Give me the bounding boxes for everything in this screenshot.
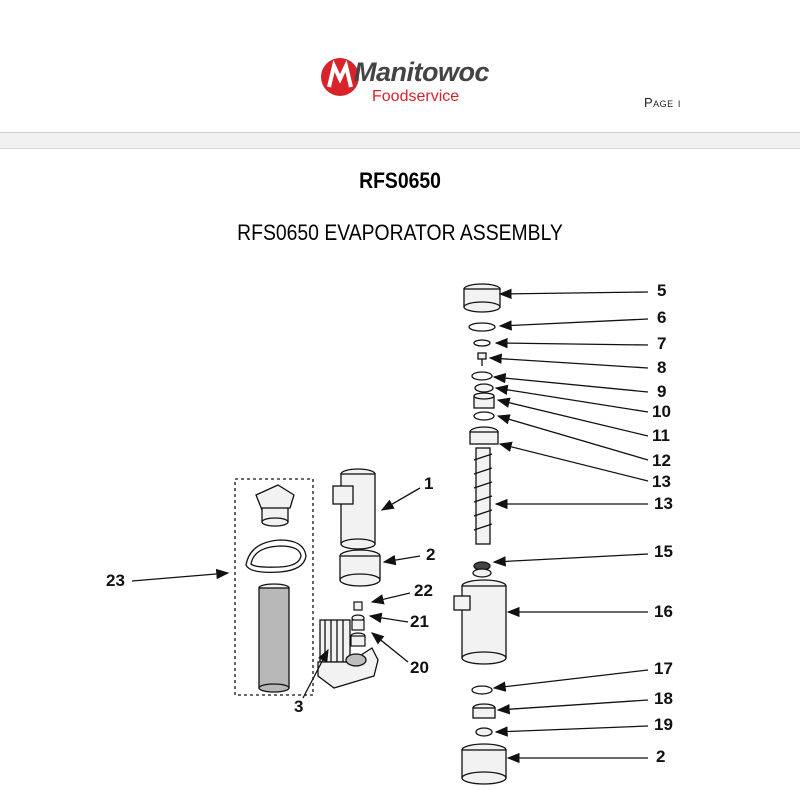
page-header: Manitowoc Foodservice Page i bbox=[0, 0, 800, 133]
callout-19: 19 bbox=[654, 715, 673, 734]
leader-1 bbox=[380, 487, 421, 511]
callout-13-auger: 13 bbox=[654, 494, 673, 513]
callout-10: 10 bbox=[652, 402, 671, 421]
document-subtitle: RFS0650 EVAPORATOR ASSEMBLY bbox=[237, 220, 563, 245]
callout-17: 17 bbox=[654, 659, 673, 678]
callout-5: 5 bbox=[657, 281, 666, 300]
part-1-evaporator-body bbox=[332, 468, 376, 550]
leader-6 bbox=[498, 318, 649, 331]
leader-21 bbox=[368, 612, 409, 623]
leader-22 bbox=[370, 592, 411, 605]
callout-16: 16 bbox=[654, 602, 673, 621]
callout-15: 15 bbox=[654, 542, 673, 561]
parts-20-22-stack bbox=[350, 601, 366, 647]
leader-11 bbox=[496, 397, 649, 437]
callout-12: 12 bbox=[652, 451, 671, 470]
leader-17 bbox=[492, 669, 649, 692]
leader-18 bbox=[496, 699, 649, 715]
callout-22: 22 bbox=[414, 581, 433, 600]
callout-6: 6 bbox=[657, 308, 666, 327]
logo-subtitle: Foodservice bbox=[372, 88, 460, 105]
page-indicator: Page i bbox=[644, 95, 681, 110]
callout-20: 20 bbox=[410, 658, 429, 677]
part-23-kit bbox=[234, 478, 314, 696]
right-column-parts bbox=[453, 283, 507, 785]
page-separator bbox=[0, 133, 800, 149]
leader-20 bbox=[370, 632, 409, 663]
page-number: i bbox=[677, 95, 681, 110]
leader-13a bbox=[498, 441, 649, 482]
manitowoc-logo: Manitowoc Foodservice bbox=[320, 55, 490, 107]
callout-23: 23 bbox=[106, 571, 125, 590]
part-3-gearmotor bbox=[317, 619, 379, 689]
callout-labels: 1 2 3 5 6 7 8 9 10 11 12 13 13 15 16 17 … bbox=[106, 281, 673, 766]
callout-2-upper: 2 bbox=[426, 545, 435, 564]
leader-5 bbox=[498, 288, 649, 300]
leader-12 bbox=[496, 414, 649, 461]
leader-10 bbox=[494, 384, 649, 413]
callout-11: 11 bbox=[652, 426, 670, 445]
leader-7 bbox=[494, 337, 649, 349]
callout-8: 8 bbox=[657, 358, 666, 377]
callout-21: 21 bbox=[410, 612, 429, 631]
leader-2a bbox=[382, 554, 421, 566]
leader-9 bbox=[492, 372, 649, 393]
leader-23 bbox=[131, 568, 230, 582]
callout-13-collar: 13 bbox=[652, 472, 671, 491]
callout-9: 9 bbox=[657, 382, 666, 401]
callout-7: 7 bbox=[657, 334, 666, 353]
callout-2-lower: 2 bbox=[656, 747, 665, 766]
leader-3 bbox=[302, 648, 329, 699]
logo-wordmark: Manitowoc bbox=[354, 57, 490, 87]
part-2-upper-housing bbox=[339, 549, 381, 587]
leader-19 bbox=[494, 725, 649, 737]
page-label: Page bbox=[644, 95, 674, 110]
callout-3: 3 bbox=[294, 697, 303, 716]
document-title: RFS0650 bbox=[359, 168, 441, 193]
callout-18: 18 bbox=[654, 689, 673, 708]
leader-8 bbox=[488, 353, 649, 369]
leader-arrows bbox=[131, 288, 649, 764]
leader-15 bbox=[492, 553, 649, 567]
callout-1: 1 bbox=[424, 474, 433, 493]
logo-swoosh-icon bbox=[321, 58, 359, 96]
